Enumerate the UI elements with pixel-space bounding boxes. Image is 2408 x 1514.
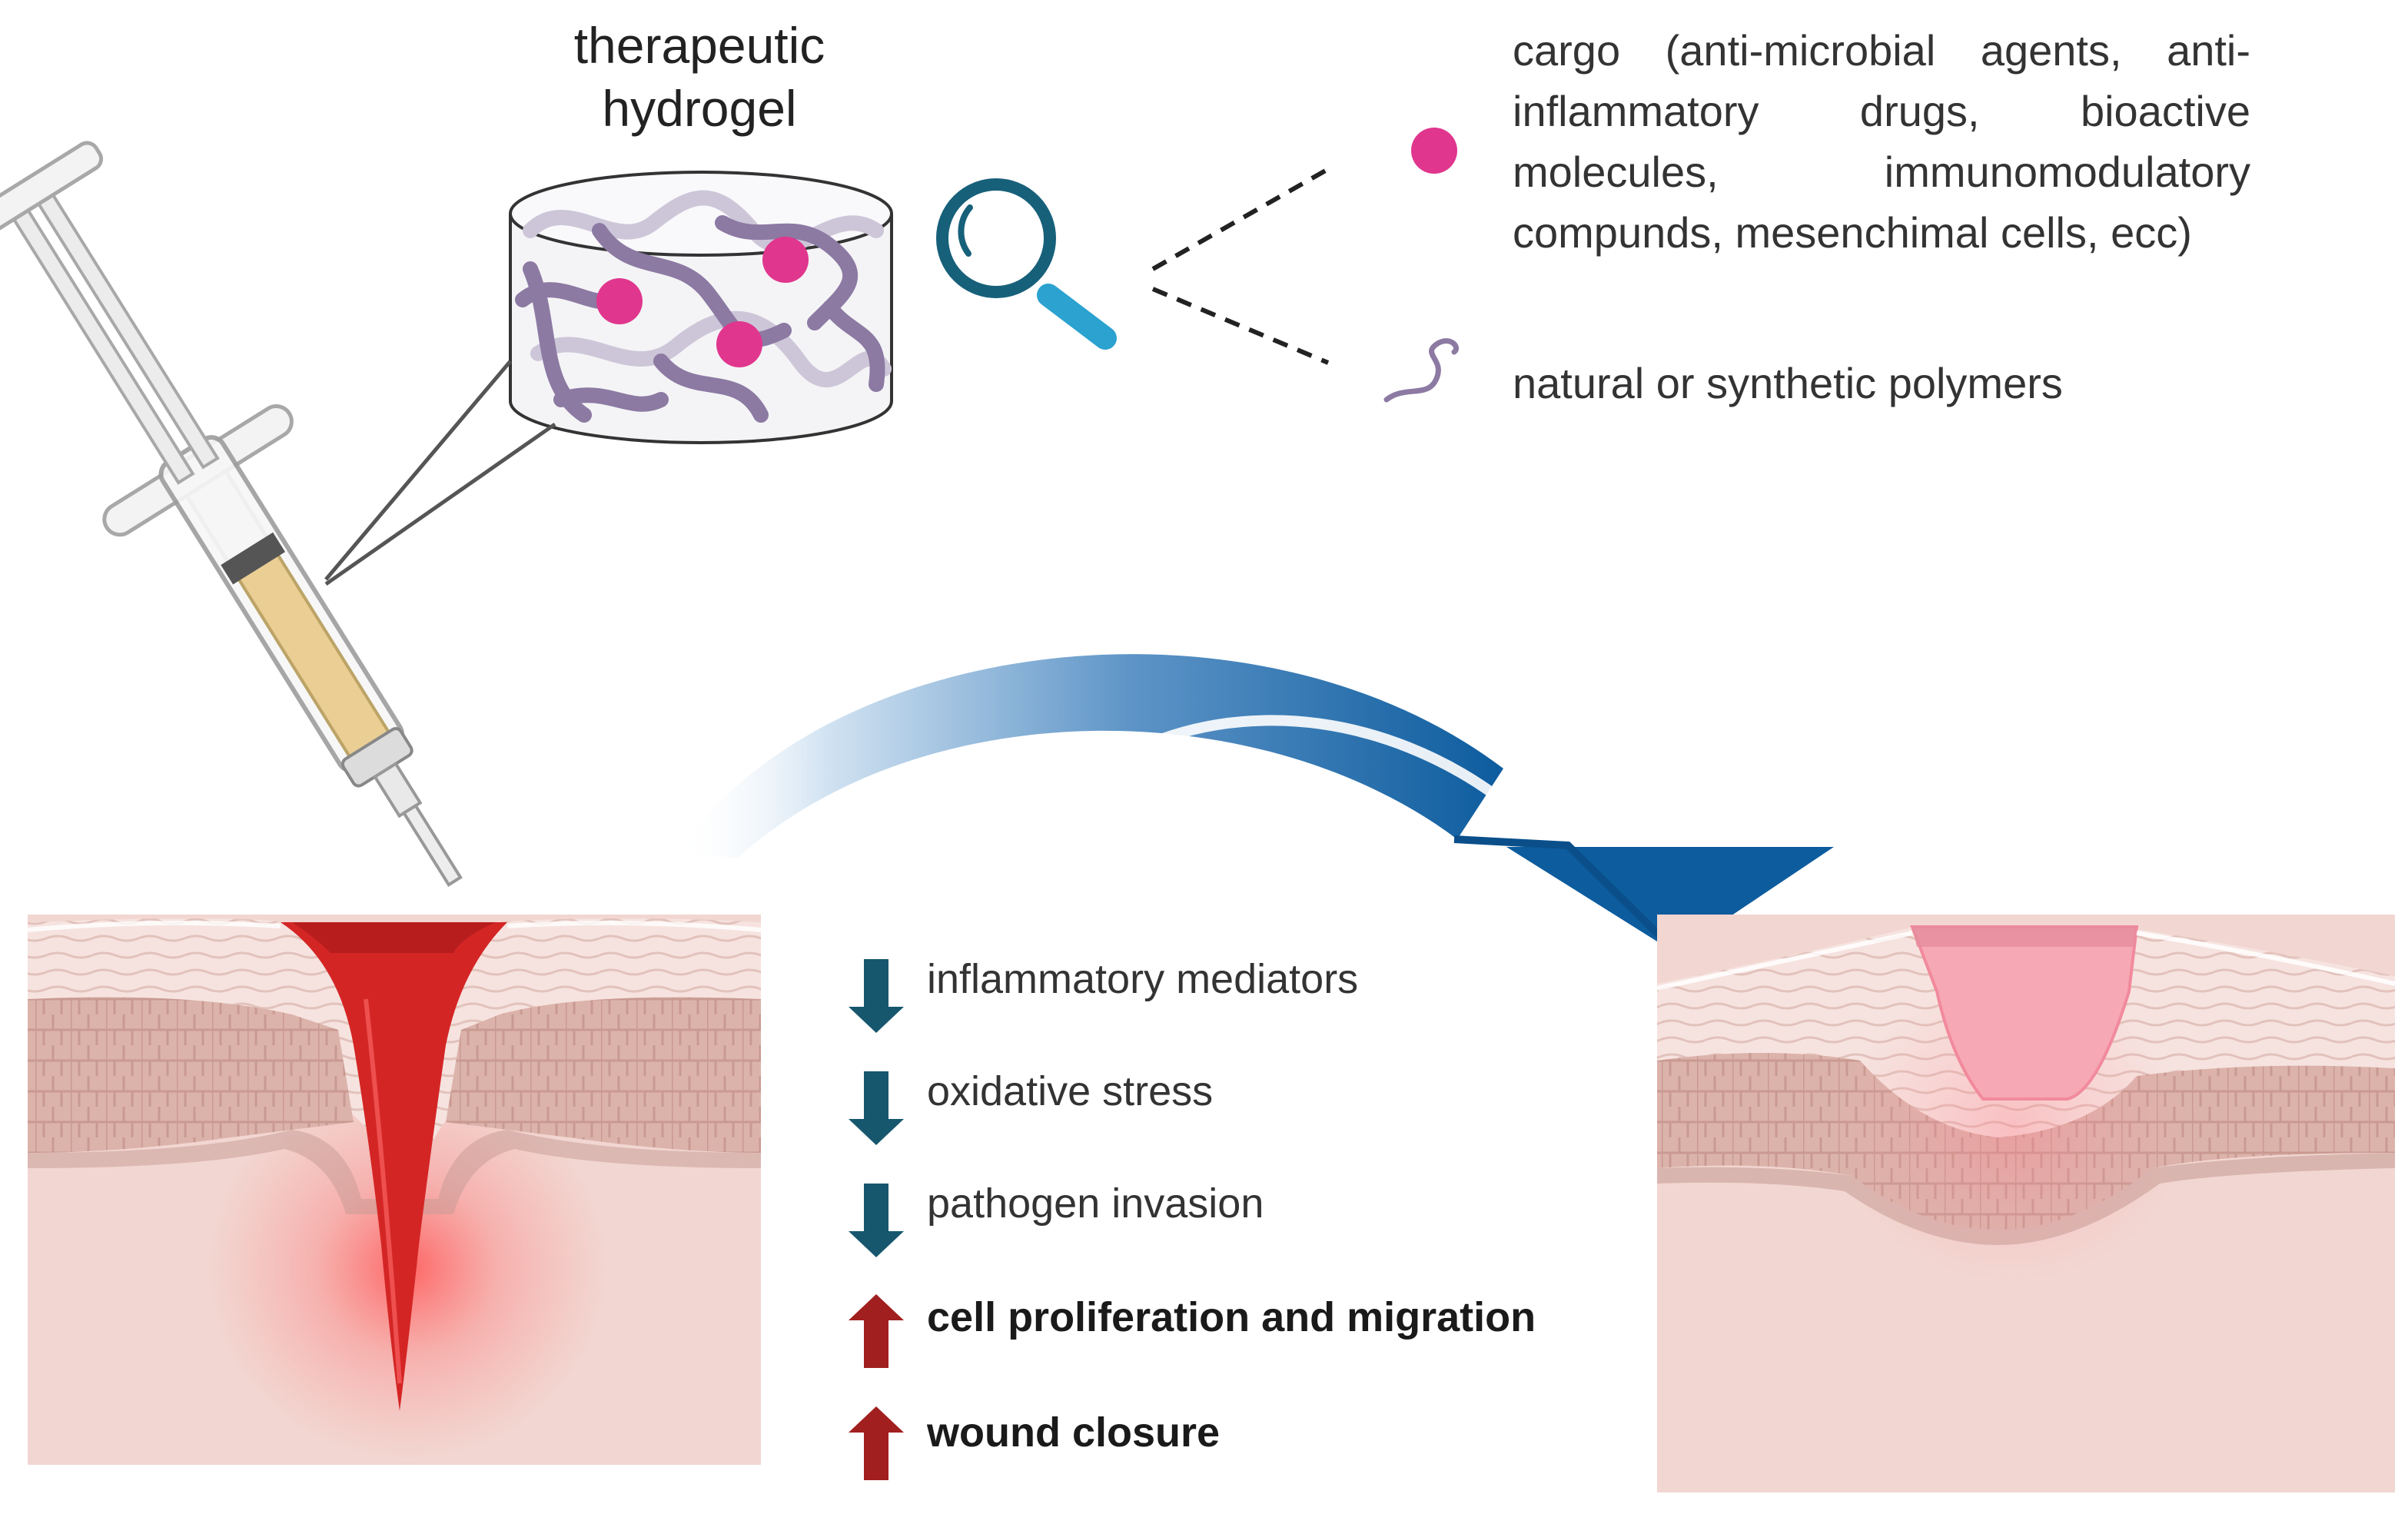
down-arrow-icon xyxy=(849,1184,904,1257)
up-arrow-icon xyxy=(849,1294,904,1368)
effect-arrows xyxy=(849,959,904,1480)
effect-item-oxidative-stress: oxidative stress xyxy=(845,1065,1614,1150)
transition-arrow xyxy=(676,654,1834,955)
down-arrow-icon xyxy=(849,959,904,1033)
polymer-strands xyxy=(515,190,892,423)
effect-label: wound closure xyxy=(927,1409,1221,1456)
zoom-lines xyxy=(324,360,556,586)
healing-wound-fill xyxy=(1910,925,2139,1101)
magnifier-icon xyxy=(936,178,1117,350)
effect-item-wound-closure: wound closure xyxy=(845,1406,1614,1491)
effect-item-inflammatory-mediators: inflammatory mediators xyxy=(845,953,1614,1038)
hydrogel-cylinder xyxy=(509,171,893,444)
effect-label: inflammatory mediators xyxy=(927,956,1359,1002)
wound-gap xyxy=(281,922,507,1411)
effect-item-cell-proliferation: cell proliferation and migration xyxy=(845,1291,1614,1376)
cargo-particle xyxy=(716,321,762,367)
syringe-icon xyxy=(0,141,463,887)
effect-label: pathogen invasion xyxy=(927,1180,1264,1227)
cargo-legend-label: cargo (anti-microbial agents, anti-infla… xyxy=(1513,26,2250,257)
hydrogel-title-line2: hydrogel xyxy=(602,80,797,137)
cargo-legend-icon xyxy=(1411,128,1457,174)
up-arrow-icon xyxy=(849,1406,904,1480)
hydrogel-title: therapeutic hydrogel xyxy=(492,14,907,140)
effect-item-pathogen-invasion: pathogen invasion xyxy=(845,1177,1614,1262)
cargo-particle xyxy=(596,278,643,324)
cargo-particle xyxy=(762,237,809,283)
effect-label: oxidative stress xyxy=(927,1068,1214,1114)
healing-skin-section xyxy=(1657,915,2395,1492)
down-arrow-icon xyxy=(849,1071,904,1145)
polymer-legend-icon xyxy=(1383,338,1459,403)
legend-dashed-lines xyxy=(1151,167,1330,365)
polymer-legend-label: natural or synthetic polymers xyxy=(1513,359,2063,407)
wound-skin-section xyxy=(28,915,761,1465)
effect-label: cell proliferation and migration xyxy=(927,1294,1536,1340)
hydrogel-title-line1: therapeutic xyxy=(573,17,825,74)
